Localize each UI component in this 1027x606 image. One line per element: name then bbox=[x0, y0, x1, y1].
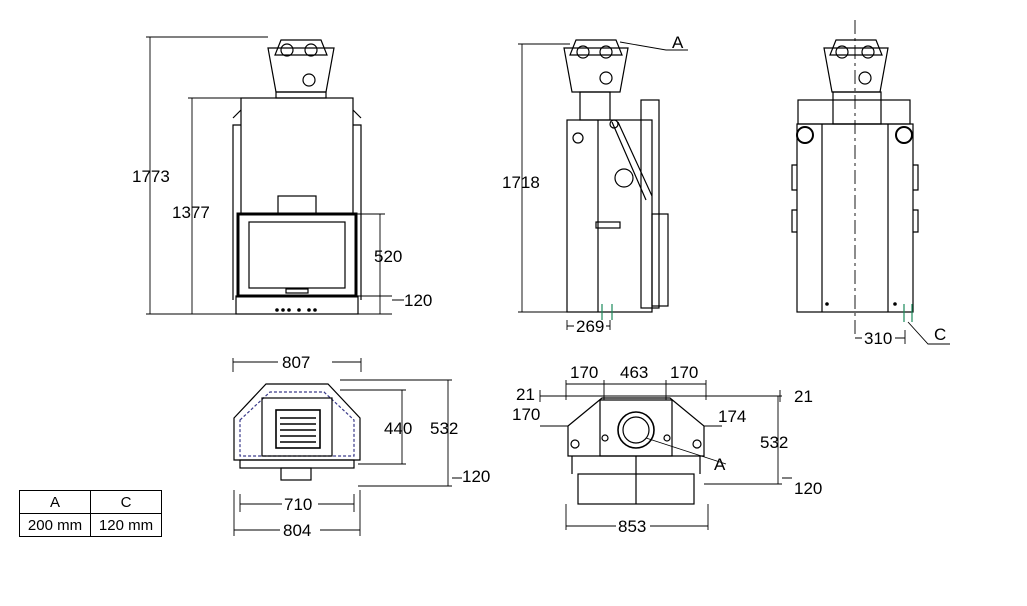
plan-right-seg-mid: 463 bbox=[620, 363, 648, 382]
plan-right-base-height: 120 bbox=[794, 479, 822, 498]
plan-right-label-a: A bbox=[714, 455, 726, 474]
table-header-a: A bbox=[19, 490, 91, 514]
front-body bbox=[240, 97, 354, 215]
back-label-c: C bbox=[934, 325, 946, 344]
table-value-c: 120 mm bbox=[90, 513, 162, 537]
front-height-total: 1773 bbox=[132, 167, 170, 186]
plan-right-offset-right-mid: 174 bbox=[718, 407, 746, 426]
plan-right-offset-right-top: 21 bbox=[794, 387, 813, 406]
table-value-row: 200 mm 120 mm bbox=[19, 513, 162, 537]
side-body bbox=[566, 119, 653, 313]
front-height-body: 1377 bbox=[172, 203, 210, 222]
plan-right-offset-left-top: 21 bbox=[516, 385, 535, 404]
plan-left-top-width: 807 bbox=[282, 353, 310, 372]
front-door-glass bbox=[248, 221, 346, 289]
table-value-a: 200 mm bbox=[19, 513, 91, 537]
side-view bbox=[518, 39, 688, 330]
side-foot-depth: 269 bbox=[576, 317, 604, 336]
front-view bbox=[146, 36, 404, 315]
table-header-row: A C bbox=[19, 490, 162, 514]
pipe-size-table: A C 200 mm 120 mm bbox=[19, 490, 162, 537]
plan-right bbox=[539, 380, 792, 530]
plan-left-base-height: 120 bbox=[462, 467, 490, 486]
back-foot-offset: 310 bbox=[864, 329, 892, 348]
back-view bbox=[791, 20, 950, 345]
front-flue-collar bbox=[274, 39, 328, 56]
plan-right-depth-total: 532 bbox=[760, 433, 788, 452]
plan-right-overall-width: 853 bbox=[618, 517, 646, 536]
plan-left-depth-inner: 440 bbox=[384, 419, 412, 438]
plan-right-seg-left: 170 bbox=[570, 363, 598, 382]
side-label-a: A bbox=[672, 33, 684, 52]
plan-left-depth-total: 532 bbox=[430, 419, 458, 438]
plan-left-outer-width: 804 bbox=[283, 521, 311, 540]
plan-left bbox=[232, 358, 462, 536]
side-height-total: 1718 bbox=[502, 173, 540, 192]
front-door-height: 520 bbox=[374, 247, 402, 266]
plan-left-inner-width: 710 bbox=[284, 495, 312, 514]
front-base bbox=[235, 295, 359, 315]
plan-right-offset-left-mid: 170 bbox=[512, 405, 540, 424]
table-header-c: C bbox=[90, 490, 162, 514]
front-base-height: 120 bbox=[404, 291, 432, 310]
plan-right-seg-right: 170 bbox=[670, 363, 698, 382]
front-door-frame bbox=[236, 212, 358, 298]
